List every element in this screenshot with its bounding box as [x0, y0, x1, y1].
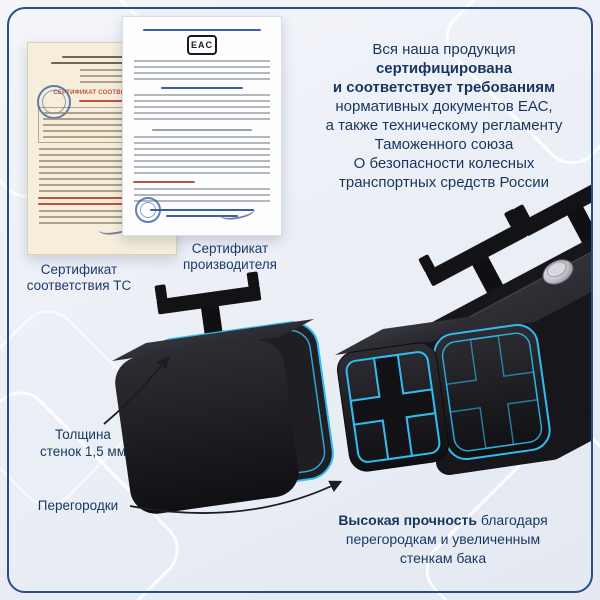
benefit-bold-text: Высокая прочность — [338, 512, 477, 528]
certificate-manufacturer-caption: Сертификат производителя — [166, 241, 294, 273]
benefit-line: перегородкам и увеличенным — [345, 531, 541, 547]
headline-line: О безопасности колесных — [353, 155, 535, 172]
benefit-line: стенкам бака — [399, 550, 487, 566]
caption-line: производителя — [183, 257, 277, 272]
callout-line: стенок 1,5 мм — [40, 444, 126, 459]
doc-footer-line — [150, 209, 254, 211]
mounting-bracket — [418, 209, 528, 310]
callout-line: Перегородки — [37, 498, 119, 513]
background-pattern-shape — [413, 413, 600, 600]
doc-text-line — [62, 56, 142, 58]
doc-text-line — [38, 203, 126, 205]
mounting-bracket — [154, 271, 262, 348]
benefit-text: Высокая прочность благодаря перегородкам… — [295, 511, 591, 568]
signature-squiggle — [218, 201, 256, 223]
caption-line: Сертификат — [40, 262, 118, 277]
tank-front-section — [112, 271, 334, 514]
benefit-line: Высокая прочность благодаря — [295, 511, 591, 530]
doc-footer-line — [166, 215, 238, 217]
doc-number-line — [78, 100, 126, 102]
caption-line: Сертификат — [191, 241, 269, 256]
headline-line: Таможенного союза — [374, 136, 514, 153]
background-pattern-shape — [0, 297, 159, 519]
doc-text-block — [134, 136, 270, 176]
headline-line: и соответствует требованиям — [332, 79, 556, 96]
fuel-tank-main-body — [418, 172, 591, 475]
baffles-arrow — [129, 480, 343, 515]
certificate-title: СЕРТИФИКАТ СООТВЕТСТВИЯ — [53, 90, 151, 96]
callout-line: Толщина — [55, 427, 111, 442]
doc-text-block — [134, 94, 270, 124]
headline-line: а также техническому регламенту — [325, 117, 563, 134]
doc-text-block — [134, 188, 270, 204]
fuel-filler-cap — [542, 259, 574, 285]
doc-text-line — [38, 197, 143, 199]
doc-header-line — [143, 29, 261, 31]
headline-line: нормативных документов ЕАС, — [335, 98, 553, 115]
headline-text: Вся наша продукция сертифицирована и соо… — [299, 40, 589, 192]
headline-line: транспортных средств России — [339, 174, 549, 191]
round-seal-stamp — [135, 197, 161, 223]
headline-line: Вся наша продукция — [372, 41, 516, 58]
tank-cut-face — [433, 323, 551, 461]
eac-logo: EAC — [187, 35, 217, 55]
certificate-manufacturer-document: EAC — [122, 16, 282, 236]
certificate-tc-caption: Сертификат соответствия ТС — [12, 262, 146, 294]
baffle-cross — [349, 353, 437, 461]
wall-thickness-callout: Толщина стенок 1,5 мм — [28, 426, 138, 460]
headline-line: сертифицирована — [375, 60, 513, 77]
benefit-regular-text: благодаря — [476, 512, 548, 528]
tank-cross-section-slice — [335, 315, 482, 472]
doc-text-line — [133, 181, 196, 183]
doc-text-line — [152, 129, 252, 131]
doc-text-line — [50, 62, 154, 64]
caption-line: соответствия ТС — [26, 278, 132, 293]
doc-text-line — [160, 87, 244, 89]
baffles-callout: Перегородки — [24, 497, 132, 514]
doc-text-block — [134, 60, 270, 82]
